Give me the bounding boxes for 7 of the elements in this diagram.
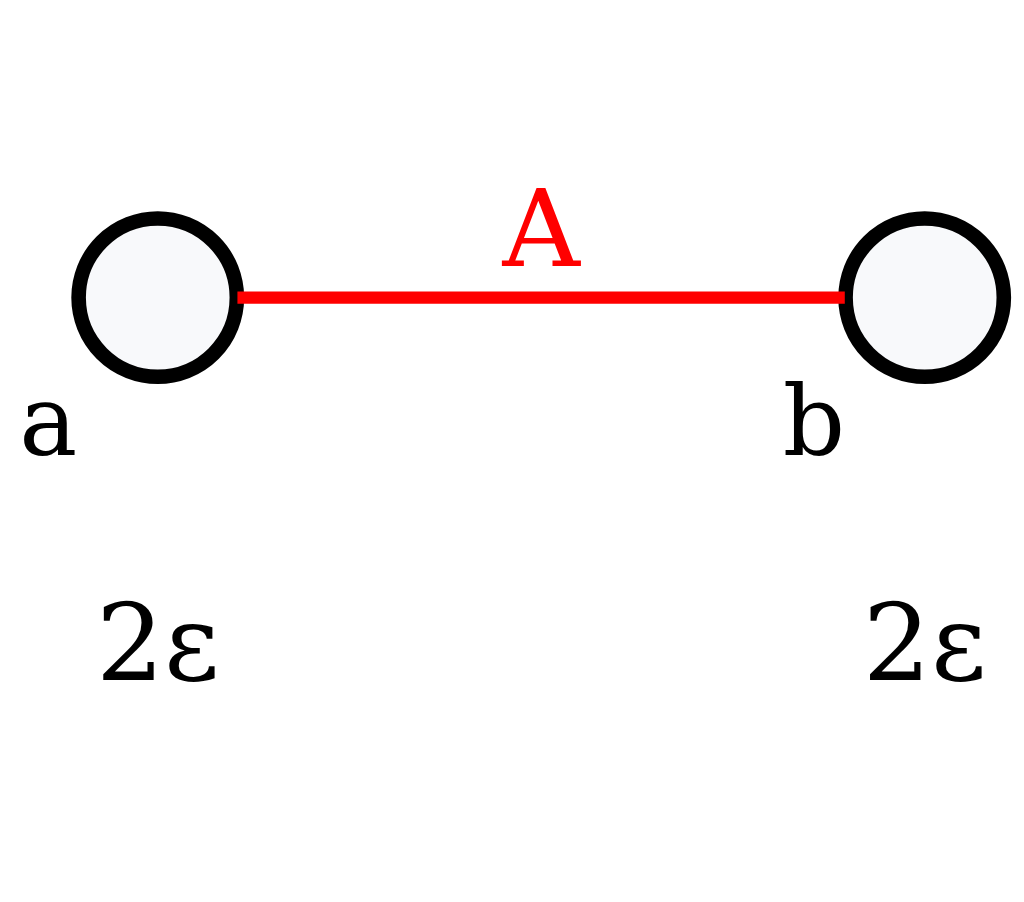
- label: 2ε: [95, 581, 220, 706]
- node-label: a: [19, 364, 78, 478]
- edge-label: A: [502, 167, 580, 292]
- node-circle: [71, 211, 245, 385]
- label: 2ε: [862, 581, 987, 706]
- connector: [237, 291, 845, 304]
- node-label: b: [782, 364, 846, 478]
